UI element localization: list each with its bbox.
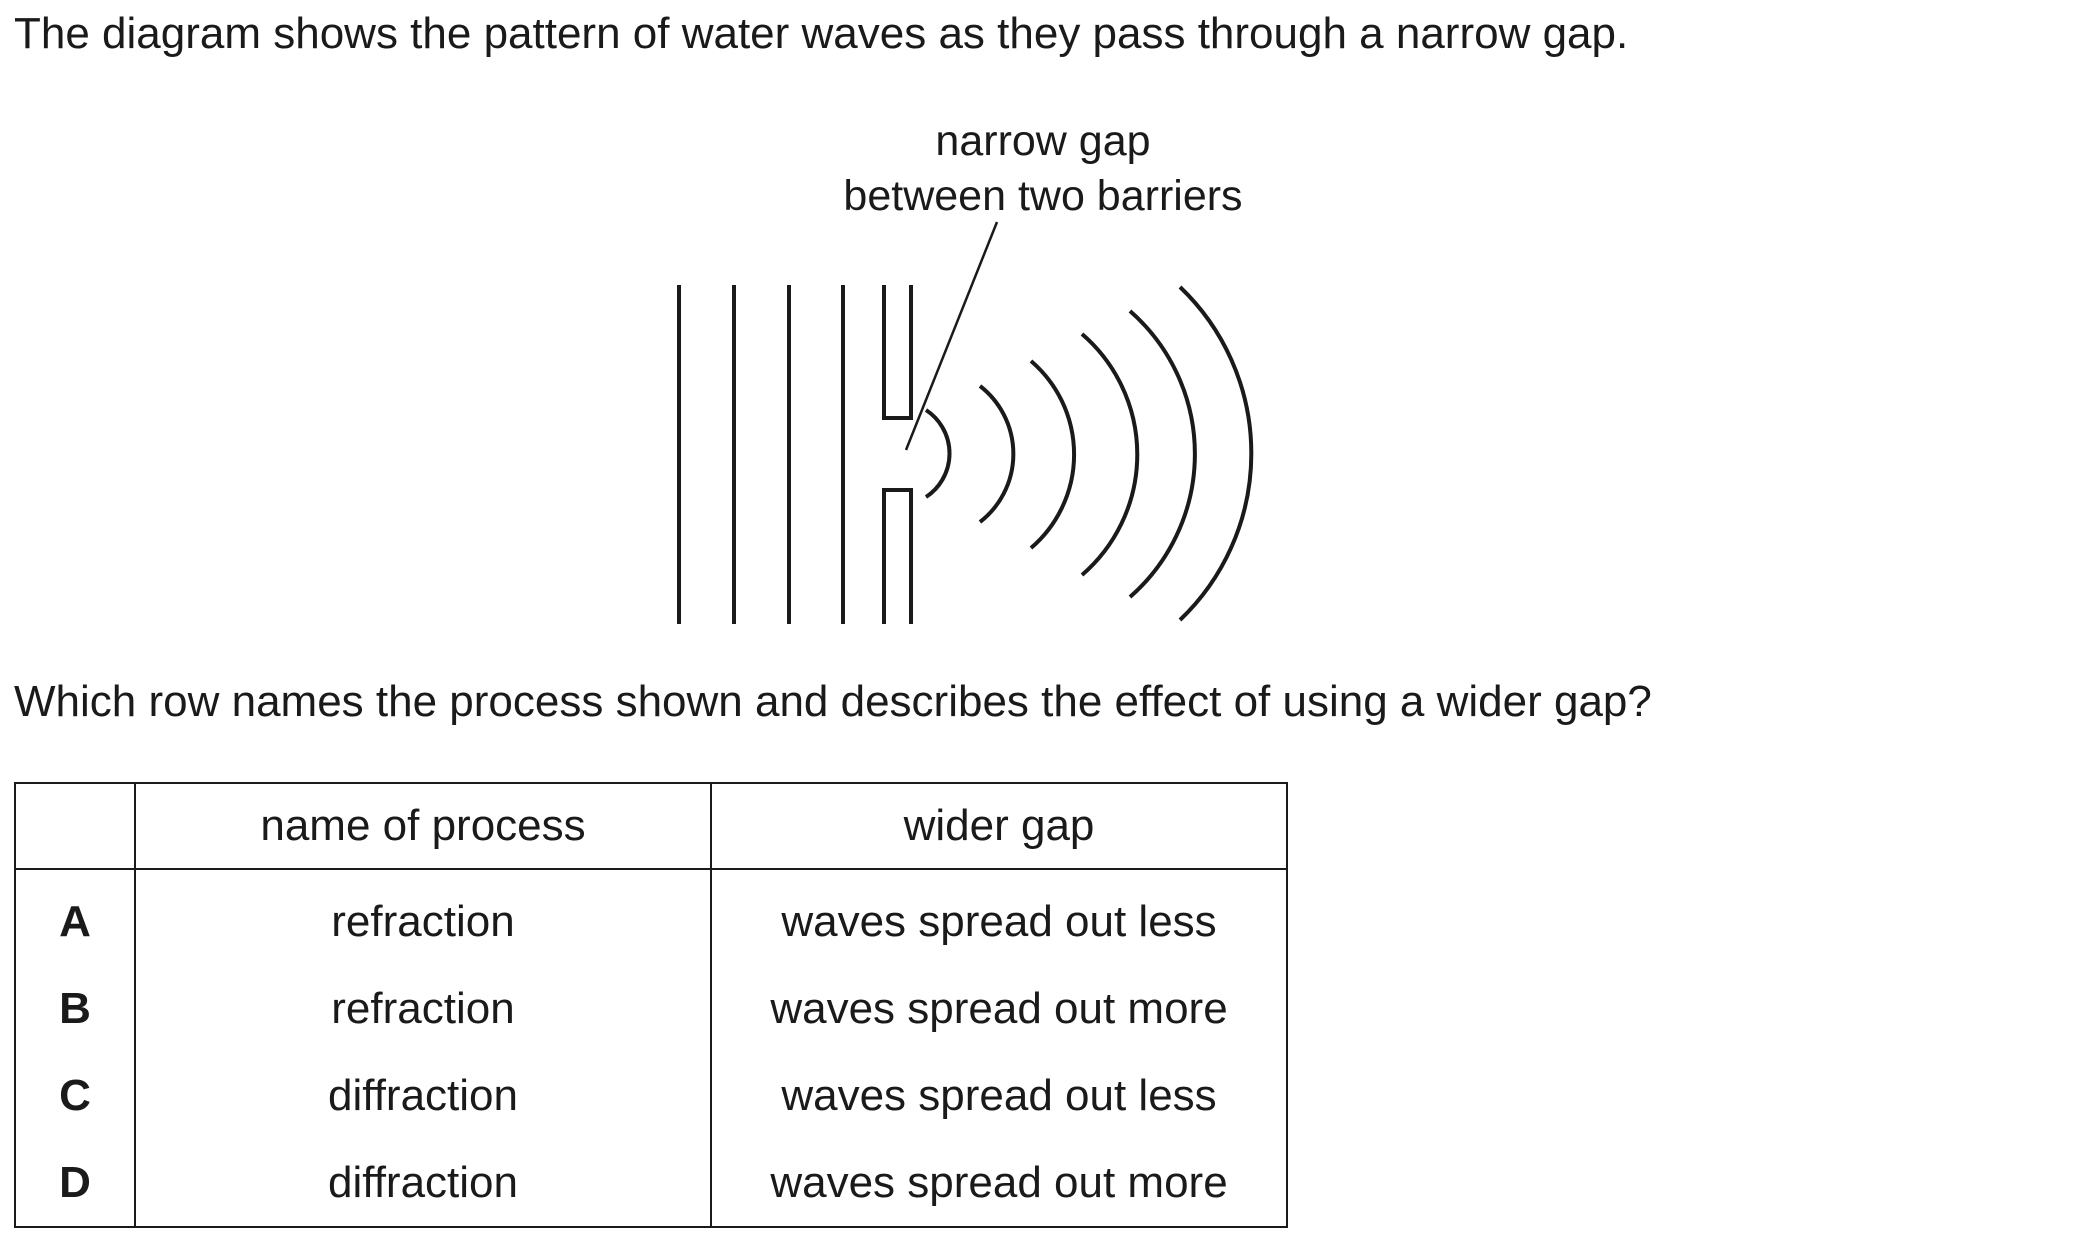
lower-barrier	[882, 488, 913, 624]
option-letter: A	[14, 869, 136, 965]
process-cell: diffraction	[134, 1052, 712, 1139]
process-cell: refraction	[134, 965, 712, 1052]
header-process: name of process	[134, 782, 712, 870]
process-cell: diffraction	[134, 1139, 712, 1228]
table-row: C diffraction waves spread out less	[14, 1052, 1288, 1139]
table-row: B refraction waves spread out more	[14, 965, 1288, 1052]
process-cell: refraction	[134, 869, 712, 965]
upper-barrier	[882, 285, 913, 420]
gap-label-line2: between two barriers	[843, 172, 1242, 220]
table-header-row: name of process wider gap	[14, 782, 1288, 870]
option-letter: D	[14, 1139, 136, 1228]
effect-cell: waves spread out more	[710, 1139, 1288, 1228]
answer-table: name of process wider gap A refraction w…	[14, 782, 1288, 1228]
effect-cell: waves spread out less	[710, 1052, 1288, 1139]
diffracted-wavefront	[1128, 309, 1197, 599]
option-letter: B	[14, 965, 136, 1052]
question-text: Which row names the process shown and de…	[14, 677, 1652, 726]
gap-label-line1: narrow gap	[935, 117, 1150, 165]
diffracted-wavefront	[1029, 359, 1076, 550]
option-letter: C	[14, 1052, 136, 1139]
diffracted-wavefront	[1080, 332, 1140, 577]
header-letter-cell	[14, 782, 136, 870]
header-wider-gap: wider gap	[710, 782, 1288, 870]
intro-text: The diagram shows the pattern of water w…	[14, 9, 1629, 58]
effect-cell: waves spread out more	[710, 965, 1288, 1052]
label-pointer-line	[904, 221, 999, 451]
wave-diagram: narrow gap between two barriers	[677, 117, 1254, 624]
diffracted-wavefront	[978, 384, 1016, 524]
table-row: D diffraction waves spread out more	[14, 1139, 1288, 1228]
table-row: A refraction waves spread out less	[14, 869, 1288, 965]
diffracted-wavefront	[924, 408, 952, 499]
effect-cell: waves spread out less	[710, 869, 1288, 965]
diffracted-wavefront	[1178, 285, 1254, 622]
